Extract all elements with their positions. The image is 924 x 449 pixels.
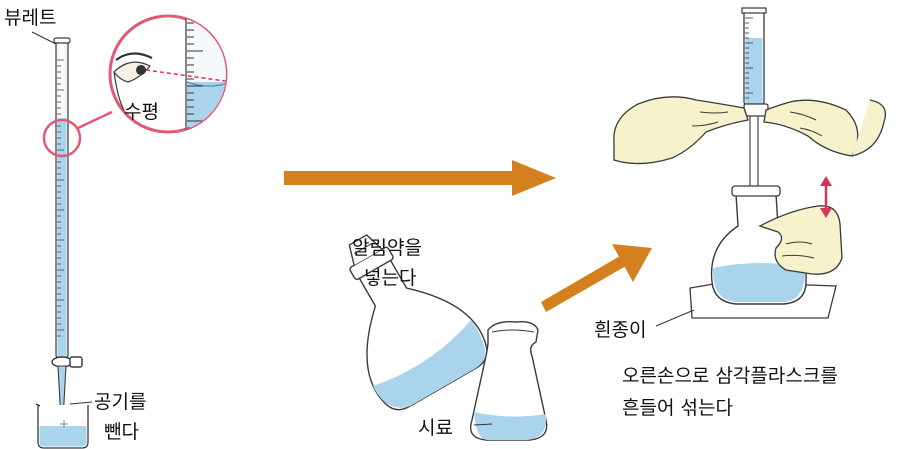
expel-air-label-line2: 뺀다 — [104, 420, 139, 444]
expel-air-label-line1: 공기를 — [94, 390, 146, 414]
burette-label: 뷰레트 — [4, 6, 56, 30]
swirl-instruction-line2: 흔들어 섞는다 — [622, 396, 733, 420]
process-arrow — [284, 160, 556, 196]
swirl-instruction-line1: 오른손으로 삼각플라스크를 — [622, 364, 838, 388]
titration-setup — [614, 8, 886, 318]
pour-arrow — [541, 244, 652, 312]
add-indicator-label-line2: 넣는다 — [364, 266, 416, 290]
waste-beaker — [36, 404, 88, 448]
sample-label: 시료 — [418, 416, 453, 440]
magnifier-inset — [44, 10, 232, 156]
level-label: 수평 — [124, 100, 159, 124]
white-paper-label: 흰종이 — [594, 318, 646, 342]
add-indicator-label-line1: 알림약을 — [352, 236, 422, 260]
burette — [52, 38, 82, 420]
